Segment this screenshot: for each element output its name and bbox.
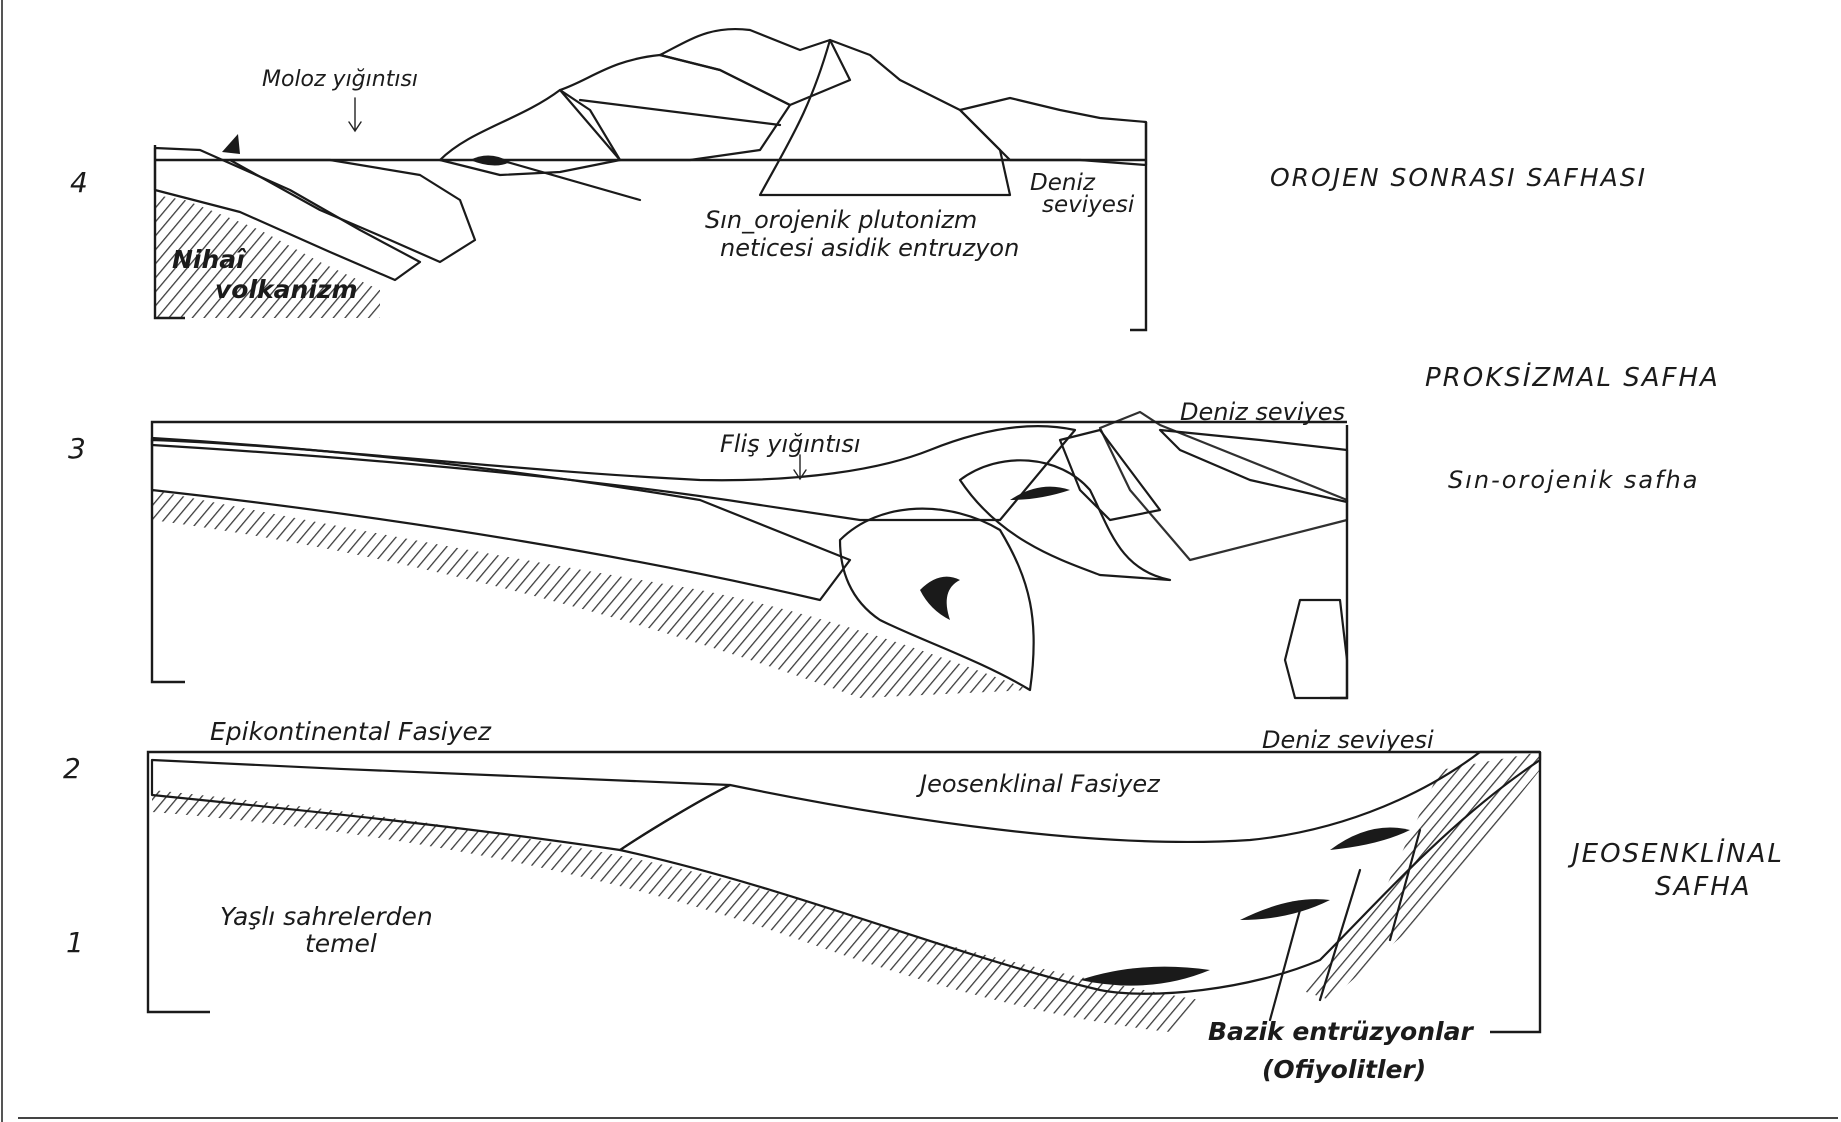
panel-3-basement (152, 490, 1030, 698)
panel-4-nappe-1 (440, 90, 620, 175)
panel-2-intrusion-3 (1080, 967, 1210, 986)
moloz-arrow (349, 98, 361, 131)
panel-4-volcano-marker (222, 134, 240, 154)
label-deniz-seviyesi-p2: Deniz seviyesi (1262, 726, 1434, 754)
panel-2-intrusion-2 (1240, 899, 1330, 920)
label-sin-orojenik: Sın_orojenik plutonizm (705, 206, 977, 234)
panel-3: 3 Fliş yığıntısı Deniz seviyes (68, 398, 1347, 698)
label-flis-yigintisi: Fliş yığıntısı (720, 430, 861, 458)
panel-3-granite-inset (1285, 600, 1347, 698)
label-yasli-sahrelerden: Yaşlı sahrelerden (220, 902, 433, 931)
panel-4: 4 Moloz yığıntısı Deniz seviyesi Sın_oro… (70, 29, 1146, 330)
panel-3-dark-lens-1 (920, 577, 960, 620)
panel-4-nappe-2 (560, 55, 790, 160)
stage-number-3: 3 (68, 432, 86, 465)
panel-2-1: 2 1 Epikontinental Fasiyez Deniz seviyes… (63, 717, 1540, 1084)
panel-2-intrusion-1 (1330, 828, 1410, 851)
stage-sin-orojenik: Sın-orojenik safha (1448, 466, 1699, 494)
label-epikontinental: Epikontinental Fasiyez (210, 717, 492, 746)
flis-arrow (794, 455, 806, 479)
panel-3-right-cover (1160, 430, 1347, 502)
panel-3-right-wedge (1100, 412, 1347, 560)
panel-4-granite (760, 40, 1010, 195)
label-neticesi: neticesi asidik entruzyon (720, 234, 1019, 262)
label-nihai: Nihaî (172, 245, 247, 274)
panel-4-thrust-2 (580, 100, 780, 125)
panel-4-thrust (500, 160, 640, 200)
stage-proksizmal: PROKSİZMAL SAFHA (1425, 361, 1720, 393)
label-deniz-seviyes-p3: Deniz seviyes (1180, 398, 1345, 426)
label-jeosenklinal-fasiyez: Jeosenklinal Fasiyez (916, 770, 1161, 798)
label-bazik-entruzyonlar: Bazik entrüzyonlar (1208, 1017, 1474, 1046)
stage-number-2: 2 (63, 752, 81, 785)
panel-4-right-cover (960, 98, 1146, 165)
stage-number-4: 4 (70, 166, 88, 199)
stage-orojen-sonrasi: OROJEN SONRASI SAFHASI (1270, 163, 1647, 192)
panel-3-dark-lens-2 (1010, 487, 1070, 500)
stage-safha: SAFHA (1655, 872, 1752, 902)
label-volkanizm: volkanizm (215, 275, 358, 304)
panel-2-fault-1 (1270, 910, 1300, 1020)
label-moloz-yigintisi: Moloz yığıntısı (262, 67, 418, 92)
label-seviyesi-p4: seviyesi (1042, 192, 1135, 218)
stage-jeosenklinal: JEOSENKLİNAL (1567, 837, 1784, 869)
stage-number-1: 1 (66, 926, 84, 959)
label-temel: temel (305, 929, 377, 958)
label-ofiyolitler: (Ofiyolitler) (1262, 1055, 1426, 1084)
